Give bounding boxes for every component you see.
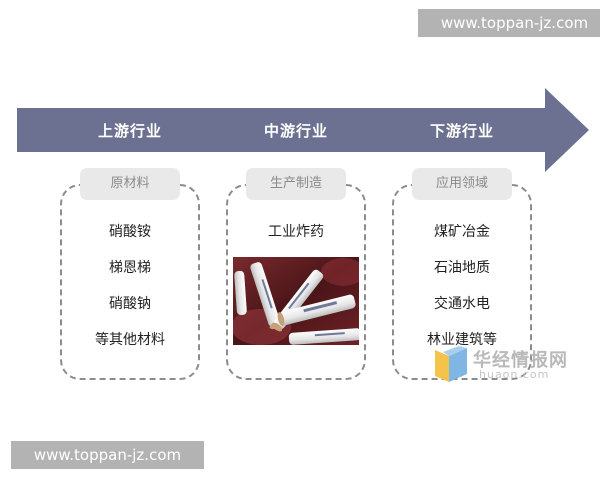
explosive-cartridges-photo xyxy=(233,257,359,345)
logo-mark-icon xyxy=(435,346,467,382)
stage-title-midstream: 中游行业 xyxy=(263,122,328,140)
stage-title-upstream: 上游行业 xyxy=(97,122,162,140)
midstream-item: 工业炸药 xyxy=(268,224,324,240)
logo-subtext: huaon.com xyxy=(479,368,550,381)
upstream-item: 梯恩梯 xyxy=(109,260,151,276)
upstream-item: 等其他材料 xyxy=(95,332,165,348)
huaon-logo: 华经情报网 huaon.com xyxy=(433,344,583,386)
watermark-top: www.toppan-jz.com xyxy=(418,9,600,37)
logo-text: 华经情报网 xyxy=(473,350,568,371)
upstream-item: 硝酸铵 xyxy=(109,224,151,240)
downstream-item: 石油地质 xyxy=(434,260,490,276)
tag-raw-materials: 原材料 xyxy=(80,168,180,200)
tag-manufacturing: 生产制造 xyxy=(246,168,346,200)
stage-title-downstream: 下游行业 xyxy=(429,122,494,140)
watermark-bottom: www.toppan-jz.com xyxy=(11,441,204,469)
upstream-item: 硝酸钠 xyxy=(109,296,151,312)
tag-applications: 应用领域 xyxy=(412,168,512,200)
downstream-item: 交通水电 xyxy=(434,296,490,312)
downstream-item: 煤矿冶金 xyxy=(434,224,490,240)
upstream-box xyxy=(60,184,200,380)
downstream-item: 林业建筑等 xyxy=(427,332,497,348)
value-chain-arrow xyxy=(17,88,589,172)
